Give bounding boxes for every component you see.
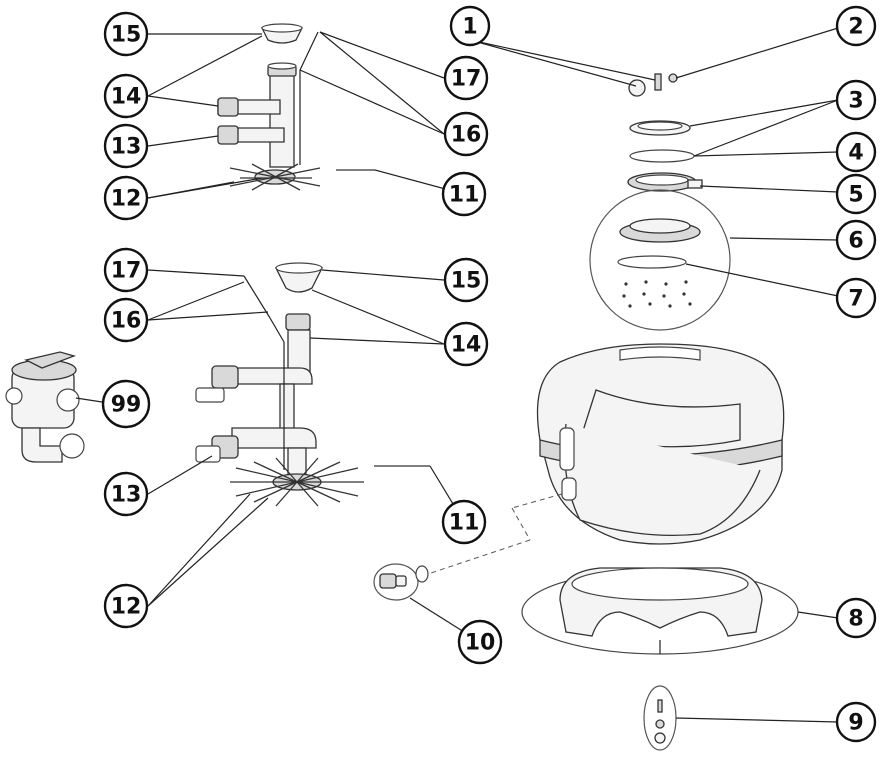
callout-7: 7	[835, 277, 877, 319]
lower-funnel-part	[274, 267, 324, 293]
svg-text:13: 13	[111, 135, 142, 160]
callout-12-lower: 12	[103, 583, 149, 629]
svg-text:14: 14	[111, 85, 142, 110]
callout-8: 8	[835, 597, 877, 639]
callout-1: 1	[449, 5, 491, 47]
callout-15-upper: 15	[103, 11, 149, 57]
callout-99: 99	[101, 379, 151, 429]
svg-text:16: 16	[111, 309, 142, 334]
callout-11-upper: 11	[441, 171, 487, 217]
svg-text:11: 11	[449, 183, 480, 208]
svg-text:1: 1	[462, 15, 477, 40]
svg-text:9: 9	[848, 711, 863, 736]
callout-17-lower: 17	[103, 247, 149, 293]
upper-collector-assembly	[217, 23, 375, 191]
flange-gasket-part	[617, 255, 687, 269]
svg-text:3: 3	[848, 89, 863, 114]
callout-2: 2	[835, 5, 877, 47]
callout-15-lower: 15	[443, 257, 489, 303]
svg-text:12: 12	[111, 187, 142, 212]
callout-6: 6	[835, 219, 877, 261]
callout-3: 3	[835, 79, 877, 121]
svg-text:13: 13	[111, 483, 142, 508]
svg-text:15: 15	[451, 269, 482, 294]
svg-text:7: 7	[848, 287, 863, 312]
callout-11-lower: 11	[441, 499, 487, 545]
lower-collector-assembly	[195, 262, 430, 507]
callout-17-upper: 17	[443, 55, 489, 101]
drain-screw-part	[657, 699, 663, 713]
svg-text:15: 15	[111, 23, 142, 48]
svg-text:4: 4	[848, 141, 863, 166]
callout-10: 10	[457, 619, 503, 665]
multiport-valve	[5, 351, 85, 463]
callout-12-upper: 12	[103, 175, 149, 221]
svg-text:5: 5	[848, 183, 863, 208]
callout-9: 9	[835, 701, 877, 743]
lid-and-accessories	[589, 73, 731, 331]
callout-4: 4	[835, 131, 877, 173]
svg-text:8: 8	[848, 607, 863, 632]
svg-text:2: 2	[848, 15, 863, 40]
callout-16-lower: 16	[103, 297, 149, 343]
tank-base	[521, 567, 799, 655]
svg-text:12: 12	[111, 595, 142, 620]
callout-13-upper: 13	[103, 123, 149, 169]
svg-text:17: 17	[451, 67, 482, 92]
callout-14-upper: 14	[103, 73, 149, 119]
lower-laterals	[230, 457, 364, 507]
svg-text:14: 14	[451, 333, 482, 358]
upper-central-pipe	[269, 71, 295, 168]
leader-lines	[75, 27, 839, 723]
air-vent-part	[654, 73, 662, 91]
svg-text:99: 99	[111, 393, 142, 418]
svg-text:10: 10	[465, 631, 496, 656]
svg-text:11: 11	[449, 511, 480, 536]
callout-13-lower: 13	[103, 471, 149, 517]
svg-text:17: 17	[111, 259, 142, 284]
svg-text:16: 16	[451, 123, 482, 148]
svg-text:6: 6	[848, 229, 863, 254]
callout-14-lower: 14	[443, 321, 489, 367]
o-ring-part	[629, 149, 695, 163]
drain-plug-assembly	[373, 563, 429, 601]
drain-assembly	[643, 685, 677, 751]
drain-plug-part	[379, 573, 397, 589]
callout-16-upper: 16	[443, 111, 489, 157]
lower-pipe-cap	[285, 313, 311, 331]
callout-5: 5	[835, 173, 877, 215]
pressure-gauge-part	[628, 79, 646, 97]
filter-tank	[427, 343, 785, 575]
